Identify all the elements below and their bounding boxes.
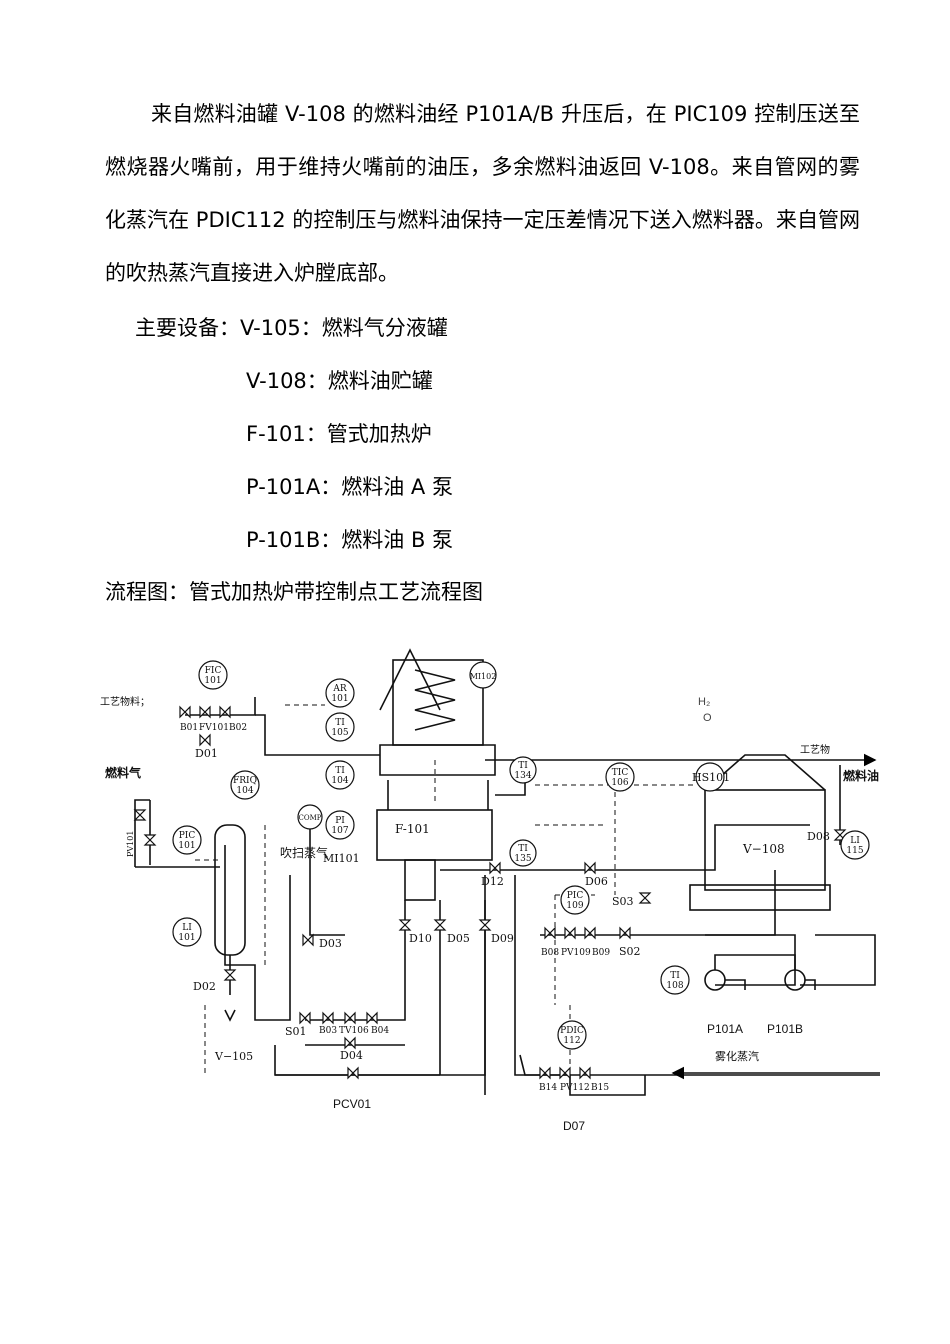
instrument-tag: TI xyxy=(335,766,345,776)
valve-tag: D03 xyxy=(319,937,342,950)
instrument-number: 104 xyxy=(331,776,348,786)
valve-tag: S01 xyxy=(285,1025,307,1038)
instrument-number: 101 xyxy=(178,933,195,943)
valve-tag: PV112 xyxy=(560,1083,590,1093)
valve-tag: B03 xyxy=(319,1026,337,1036)
instrument-tag: TI xyxy=(670,971,680,981)
instrument-number: 101 xyxy=(331,694,348,704)
valve-tag: D04 xyxy=(340,1049,363,1062)
equipment-item: P-101B：燃料油 B 泵 xyxy=(246,528,454,552)
instrument-number: 108 xyxy=(666,981,683,991)
instrument-tag: TIC xyxy=(612,768,629,778)
equipment-heading: 主要设备：V-105：燃料气分液罐 xyxy=(135,316,448,340)
valve-tag: D06 xyxy=(585,875,608,888)
instrument-tag: FIC xyxy=(205,666,222,676)
valve-tag: PV109 xyxy=(561,948,591,958)
instrument-tag: PIC xyxy=(179,831,196,841)
valve-tag: B04 xyxy=(371,1026,389,1036)
valve-tag: B14 xyxy=(539,1083,557,1093)
intro-paragraph: 来自燃料油罐 V-108 的燃料油经 P101A/B 升压后，在 PIC109 … xyxy=(105,102,860,285)
v108-label: V−108 xyxy=(742,842,785,856)
valve-tag: B09 xyxy=(592,948,610,958)
instrument-tag: PIC xyxy=(567,891,584,901)
instrument-number: 101 xyxy=(178,841,195,851)
flow-diagram-title: 流程图：管式加热炉带控制点工艺流程图 xyxy=(105,580,483,604)
valve-tag: D02 xyxy=(193,980,216,993)
valve-tag: D09 xyxy=(491,932,514,945)
h2-label: H₂ xyxy=(698,696,710,708)
fuel-gas-label: 燃料气 xyxy=(105,765,141,780)
p101a-label: P101A xyxy=(707,1022,743,1036)
instrument-tag: PDIC xyxy=(560,1026,584,1036)
p101b-label: P101B xyxy=(767,1022,803,1036)
valve-tag: D05 xyxy=(447,932,470,945)
instrument-number: 104 xyxy=(236,786,253,796)
instrument-tag: PI xyxy=(335,816,345,826)
valve-tag: TV106 xyxy=(339,1026,369,1036)
instrument-number: 101 xyxy=(204,676,221,686)
equipment-item: P-101A：燃料油 A 泵 xyxy=(246,475,453,499)
valve-tag: FV101 xyxy=(199,723,229,733)
valve-tag: B02 xyxy=(229,723,247,733)
instrument-number: 112 xyxy=(563,1036,580,1046)
valve-tag: D12 xyxy=(481,875,504,888)
instrument-tag: MI102 xyxy=(470,672,497,681)
valve-tag: B15 xyxy=(591,1083,609,1093)
instrument-tag: FRIQ xyxy=(233,776,257,786)
instrument-tag: AR xyxy=(332,684,346,694)
process-flow-diagram: FIC 101 AR 101 TI 105 MI102 TI 104 PI 10… xyxy=(95,635,895,1145)
equipment-item: V-108：燃料油贮罐 xyxy=(246,369,433,393)
fuel-oil-label: 燃料油 xyxy=(843,768,879,783)
purge-steam-label: 吹扫蒸气 xyxy=(280,845,328,860)
instrument-tag: TI xyxy=(335,718,345,728)
valve-tag: S03 xyxy=(612,895,634,908)
valve-tag: PV101 xyxy=(126,831,135,857)
d07-label: D07 xyxy=(563,1119,585,1133)
instrument-number: 135 xyxy=(514,854,531,864)
instrument-tag: TI xyxy=(518,761,528,771)
process-feed-label: 工艺物料； xyxy=(100,695,150,708)
valve-tag: S02 xyxy=(619,945,641,958)
valve-tag: B08 xyxy=(541,948,559,958)
valve-tag: D01 xyxy=(195,747,218,760)
hs101-label: HS101 xyxy=(692,771,730,784)
instrument-number: 107 xyxy=(331,826,348,836)
mi101-label: MI101 xyxy=(323,852,360,865)
instrument-tag: COMP xyxy=(299,814,322,822)
valve-tag: B01 xyxy=(180,723,198,733)
furnace-label: F-101 xyxy=(395,822,430,836)
instrument-number: 115 xyxy=(846,846,863,856)
product-label: 工艺物 xyxy=(800,743,830,756)
instrument-tag: LI xyxy=(850,836,860,846)
instrument-tag: TI xyxy=(518,844,528,854)
instrument-number: 134 xyxy=(514,771,531,781)
pcv01-label: PCV01 xyxy=(333,1097,371,1111)
valve-tag: D08 xyxy=(807,830,830,843)
instrument-number: 106 xyxy=(611,778,628,788)
instrument-number: 105 xyxy=(331,728,348,738)
valve-tag: D10 xyxy=(409,932,432,945)
instrument-number: 109 xyxy=(566,901,583,911)
equipment-item: F-101：管式加热炉 xyxy=(246,422,432,446)
instrument-tag: LI xyxy=(182,923,192,933)
v105-label: V−105 xyxy=(214,1050,253,1063)
atom-steam-label: 雾化蒸汽 xyxy=(715,1049,759,1063)
pid-drawing: FIC 101 AR 101 TI 105 MI102 TI 104 PI 10… xyxy=(100,648,880,1133)
o-label: O xyxy=(703,712,712,724)
